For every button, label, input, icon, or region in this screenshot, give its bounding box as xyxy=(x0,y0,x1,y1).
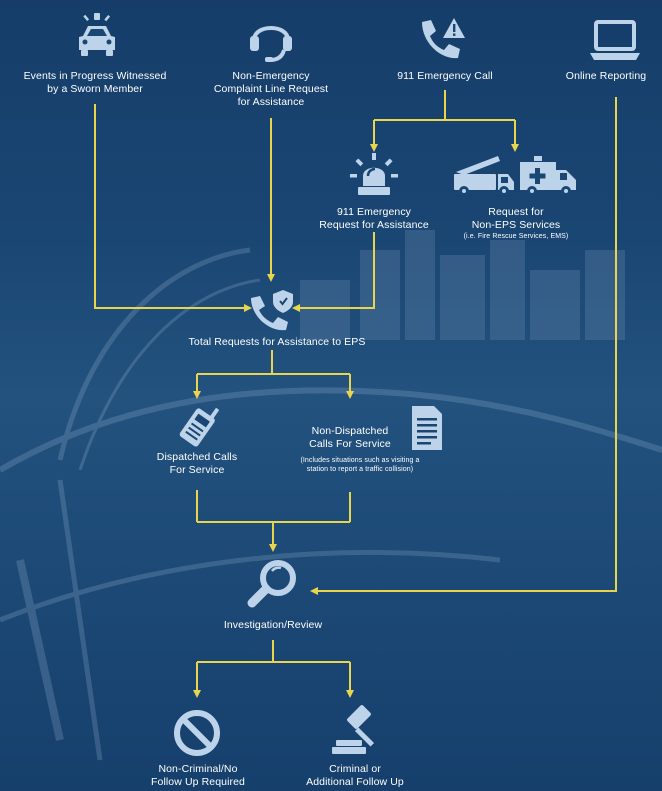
emergency-call-label-line-1: 911 Emergency Call xyxy=(397,70,493,82)
arrow-sworn-to-total xyxy=(94,104,252,312)
arrow-request911-to-total xyxy=(292,232,375,312)
criminal-label-line-2: Additional Follow Up xyxy=(306,776,404,788)
non-dispatched-label-line-2: Calls For Service xyxy=(309,438,391,450)
gavel-icon xyxy=(332,705,375,754)
non-eps-note: (i.e. Fire Rescue Services, EMS) xyxy=(463,233,569,240)
dispatched-label-line-2: For Service xyxy=(169,464,225,476)
magnifier-icon xyxy=(247,560,296,608)
police-car-icon xyxy=(79,13,115,56)
investigation-label-line-1: Investigation/Review xyxy=(223,619,323,631)
non-eps-label-line-1: Request for xyxy=(488,206,544,218)
sworn-member-label-line-2: by a Sworn Member xyxy=(47,83,143,95)
non-criminal-label-line-2: Follow Up Required xyxy=(150,776,245,788)
investigation-label: Investigation/Review xyxy=(193,619,353,632)
non-dispatched-note-line-2: station to report a traffic collision) xyxy=(306,466,414,473)
dispatched-label: Dispatched Calls For Service xyxy=(135,451,259,477)
total-requests-label: Total Requests for Assistance to EPS xyxy=(147,336,407,349)
non-eps-label-line-2: Non-EPS Services xyxy=(471,219,561,231)
non-dispatched-note-line-1: (Includes situations such as visiting a xyxy=(300,457,420,464)
criminal-label-line-1: Criminal or xyxy=(329,763,381,775)
non-dispatched-note: (Includes situations such as visiting a … xyxy=(262,456,458,474)
document-icon xyxy=(412,406,442,450)
non-criminal-label-line-1: Non-Criminal/No xyxy=(158,763,238,775)
non-emergency-label-line-3: for Assistance xyxy=(237,96,305,108)
non-eps-label: Request for Non-EPS Services (i.e. Fire … xyxy=(435,206,597,241)
non-dispatched-label-line-1: Non-Dispatched xyxy=(311,425,389,437)
no-entry-icon xyxy=(174,710,220,756)
emergency-request-label-line-2: Request for Assistance xyxy=(319,219,429,231)
siren-icon xyxy=(350,153,398,195)
emergency-request-label: 911 Emergency Request for Assistance xyxy=(298,206,450,232)
phone-alert-icon xyxy=(422,18,465,59)
headset-icon xyxy=(250,26,292,62)
dispatched-label-line-1: Dispatched Calls xyxy=(156,451,238,463)
radio-icon xyxy=(179,408,219,447)
online-reporting-label: Online Reporting xyxy=(552,70,660,83)
fire-ambulance-icon xyxy=(454,156,576,196)
emergency-request-label-line-1: 911 Emergency xyxy=(336,206,412,218)
emergency-call-label: 911 Emergency Call xyxy=(375,70,515,83)
non-emergency-label-line-1: Non-Emergency xyxy=(232,70,310,82)
laptop-icon xyxy=(590,20,640,60)
non-emergency-label: Non-Emergency Complaint Line Request for… xyxy=(195,70,347,109)
sworn-member-label: Events in Progress Witnessed by a Sworn … xyxy=(2,70,188,96)
online-reporting-label-line-1: Online Reporting xyxy=(565,70,647,82)
total-requests-label-line-1: Total Requests for Assistance to EPS xyxy=(188,336,366,348)
sworn-member-label-line-1: Events in Progress Witnessed xyxy=(23,70,167,82)
non-dispatched-label: Non-Dispatched Calls For Service xyxy=(290,425,410,451)
non-emergency-label-line-2: Complaint Line Request xyxy=(213,83,329,95)
arrow-online-to-investigation xyxy=(310,97,617,595)
non-criminal-label: Non-Criminal/No Follow Up Required xyxy=(125,763,271,789)
phone-shield-icon xyxy=(251,290,293,331)
criminal-label: Criminal or Additional Follow Up xyxy=(282,763,428,789)
